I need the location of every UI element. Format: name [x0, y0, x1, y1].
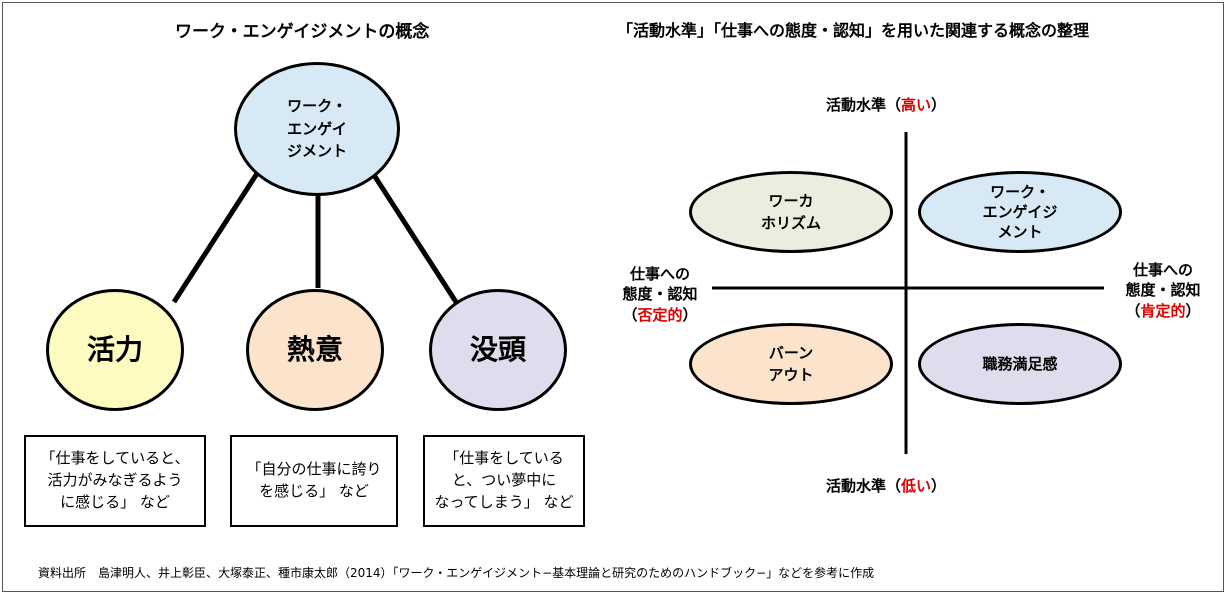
- axis-bottom-suffix: ）: [931, 477, 947, 495]
- quadrant-work-engagement: ワーク・ エンゲイジ メント: [918, 171, 1122, 253]
- axis-right-prefix: （: [1125, 301, 1141, 320]
- quadrant-work-engagement-label: ワーク・ エンゲイジ メント: [982, 182, 1058, 242]
- axis-top-suffix: ）: [931, 96, 947, 114]
- axis-top-prefix: 活動水準（: [826, 96, 902, 114]
- quote-katsuryoku-text: 「仕事をしていると、 活力がみなぎるよう に感じる」 など: [40, 449, 190, 511]
- quadrant-job-satisfaction-label: 職務満足感: [982, 354, 1058, 373]
- quote-box-katsuryoku: 「仕事をしていると、 活力がみなぎるよう に感じる」 など: [24, 435, 206, 527]
- quote-netsui-text: 「自分の仕事に誇り を感じる」 など: [246, 460, 382, 500]
- axis-right-value: 肯定的: [1140, 301, 1186, 320]
- axis-label-top: 活動水準（高い）: [826, 95, 946, 115]
- node-netsui: 熱意: [246, 289, 384, 411]
- axis-right-suffix: ）: [1185, 301, 1201, 320]
- axis-label-right: 仕事への 態度・認知 （肯定的）: [1108, 260, 1218, 321]
- node-katsuryoku: 活力: [46, 289, 184, 411]
- quote-box-botto: 「仕事をしている と、つい夢中に なってしまう」 など: [423, 435, 585, 527]
- quadrant-burnout: バーン アウト: [689, 323, 893, 405]
- axis-left-prefix: （: [622, 305, 638, 324]
- quadrant-workaholism-label: ワーカ ホリズム: [760, 191, 821, 233]
- axis-label-left: 仕事への 態度・認知 （否定的）: [605, 264, 715, 325]
- center-node-work-engagement: ワーク・ エンゲイ ジメント: [234, 62, 400, 196]
- axis-bottom-value: 低い: [901, 477, 932, 495]
- quadrant-burnout-label: バーン アウト: [768, 343, 814, 385]
- source-footnote: 資料出所 島津明人、井上彰臣、大塚泰正、種市康太郎（2014）「ワーク・エンゲイ…: [38, 566, 875, 580]
- quote-botto-text: 「仕事をしている と、つい夢中に なってしまう」 など: [434, 449, 574, 511]
- axis-left-line2: 態度・認知: [622, 285, 698, 304]
- connector-line-botto: [369, 170, 459, 304]
- axis-left-suffix: ）: [682, 305, 698, 324]
- right-panel-title: 「活動水準」「仕事への態度・認知」を用いた関連する概念の整理: [617, 21, 1090, 40]
- axis-right-line1: 仕事への: [1132, 261, 1193, 279]
- axis-right-line2: 態度・認知: [1125, 281, 1201, 300]
- node-netsui-label: 熱意: [286, 333, 343, 366]
- axis-label-bottom: 活動水準（低い）: [826, 476, 946, 496]
- connector-line-katsuryoku: [171, 170, 261, 304]
- axis-bottom-prefix: 活動水準（: [826, 477, 902, 495]
- quote-box-netsui: 「自分の仕事に誇り を感じる」 など: [230, 435, 398, 527]
- axis-left-line1: 仕事への: [629, 265, 690, 283]
- axis-left-value: 否定的: [637, 305, 683, 324]
- node-botto: 没頭: [429, 289, 567, 411]
- quadrant-workaholism: ワーカ ホリズム: [689, 171, 893, 253]
- center-node-label: ワーク・ エンゲイ ジメント: [286, 97, 347, 161]
- axis-top-value: 高い: [901, 96, 932, 114]
- node-katsuryoku-label: 活力: [86, 333, 143, 366]
- quadrant-job-satisfaction: 職務満足感: [918, 323, 1122, 405]
- node-botto-label: 没頭: [469, 333, 526, 366]
- left-panel-title: ワーク・エンゲイジメントの概念: [175, 22, 430, 42]
